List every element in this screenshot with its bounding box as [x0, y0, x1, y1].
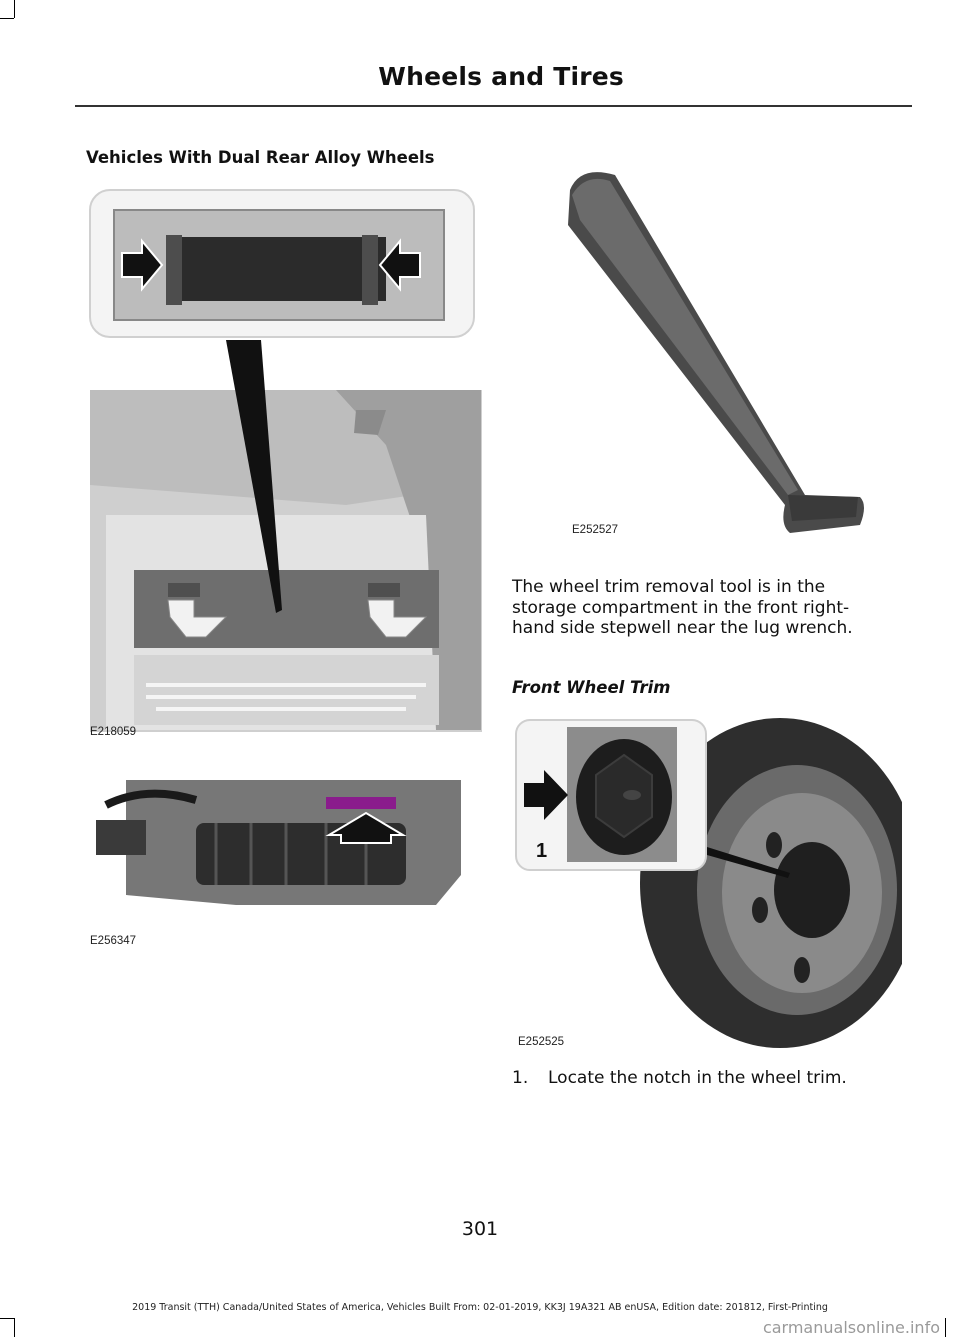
- crop-mark: [0, 1318, 14, 1319]
- figure-code: E252525: [518, 1036, 565, 1048]
- bracket-section-figure: [86, 775, 466, 910]
- section-heading: Vehicles With Dual Rear Alloy Wheels: [86, 148, 435, 167]
- step-text: Locate the notch in the wheel trim.: [548, 1068, 847, 1088]
- crop-mark: [14, 1318, 15, 1337]
- figure-code: E218059: [90, 726, 137, 738]
- up-arrow-icon: [325, 811, 407, 844]
- left-arrow-icon: [378, 238, 421, 292]
- highlighted-component: [326, 797, 396, 809]
- page-number: 301: [461, 1218, 499, 1240]
- front-wheel-illustration: 1: [515, 718, 920, 1048]
- crop-mark: [0, 18, 14, 19]
- footer-text: 2019 Transit (TTH) Canada/United States …: [132, 1302, 828, 1313]
- front-wheel-trim-heading: Front Wheel Trim: [512, 678, 671, 697]
- watermark: carmanualsonline.info: [762, 1318, 940, 1337]
- callout-number: 1: [536, 840, 547, 862]
- step-number: 1.: [512, 1068, 529, 1088]
- page-title: Wheels and Tires: [378, 62, 624, 91]
- crop-mark: [14, 0, 15, 18]
- front-wheel-figure: 1: [512, 715, 920, 1050]
- storage-compartment-figure: [86, 185, 484, 737]
- crop-mark: [945, 1318, 946, 1337]
- trim-tool-illustration: [568, 172, 864, 533]
- trim-tool-figure: [560, 165, 870, 540]
- figure-code: E252527: [572, 524, 619, 536]
- figure-code: E256347: [90, 935, 137, 947]
- header-rule: [75, 105, 912, 107]
- storage-compartment-illustration: [89, 189, 482, 732]
- right-arrow-icon: [121, 238, 164, 292]
- bracket-section-illustration: [96, 780, 461, 905]
- body-paragraph: The wheel trim removal tool is in the st…: [512, 577, 853, 638]
- right-arrow-icon: [524, 770, 568, 820]
- step-1: 1. Locate the notch in the wheel trim.: [512, 1068, 847, 1088]
